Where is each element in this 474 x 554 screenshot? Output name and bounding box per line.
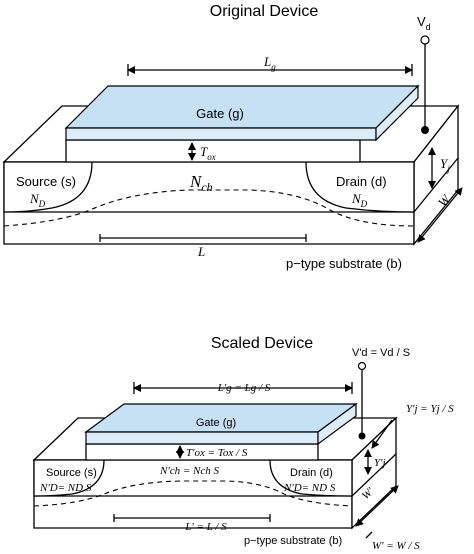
scaled-vd-terminal xyxy=(357,361,367,371)
scaled-lg-label: L'g = Lg / S xyxy=(217,382,271,394)
depletion-boundary xyxy=(3,189,415,227)
scaled-gate-front-face xyxy=(85,431,319,445)
drain-nd-label: ND xyxy=(351,191,368,209)
scaled-title: Scaled Device xyxy=(211,335,313,352)
scaled-tox-label: T'ox = Tox / S xyxy=(186,447,248,459)
vd-terminal xyxy=(420,35,430,45)
l-label: L xyxy=(197,244,205,259)
tox-label: Tox xyxy=(200,144,216,162)
scaled-drain-contact-dot xyxy=(358,432,366,440)
yj-label: Yj xyxy=(440,156,450,174)
scaled-substrate-label: p−type substrate (b) xyxy=(244,535,342,547)
scaled-w-arrow xyxy=(355,485,399,527)
original-device: Original Device Gate (g) Lg Tox Vd xyxy=(2,3,463,271)
scaled-drain-label: Drain (d) xyxy=(290,467,333,479)
source-region xyxy=(3,161,93,213)
scaled-drain-nd-label: N'D= ND S xyxy=(283,482,336,494)
w-arrow xyxy=(417,187,463,243)
scaled-source-label: Source (s) xyxy=(46,467,97,479)
scaled-device: Scaled Device Gate (g) L'g = Lg / S T'ox… xyxy=(32,335,454,552)
scaled-gate-side-face xyxy=(317,402,357,446)
scaled-yj-box-label: Y'j xyxy=(374,457,386,469)
scaled-yj-label: Y'j = Yj / S xyxy=(406,403,454,415)
source-label: Source (s) xyxy=(16,174,76,189)
drain-label: Drain (d) xyxy=(336,174,387,189)
scaled-source-region xyxy=(33,459,105,497)
scaled-vd-label: V'd = Vd / S xyxy=(352,347,410,359)
nch-label: Nch xyxy=(189,172,213,194)
scaled-w-leader xyxy=(365,531,373,539)
scaled-l-label: L' = L / S xyxy=(184,521,227,533)
original-title: Original Device xyxy=(210,3,319,20)
source-nd-label: ND xyxy=(29,191,46,209)
vd-label: Vd xyxy=(417,14,431,32)
drain-region xyxy=(305,161,415,213)
scaled-source-nd-label: N'D= ND S xyxy=(39,482,92,494)
scaled-depletion-boundary xyxy=(33,480,353,507)
drain-contact-dot xyxy=(421,126,429,134)
scaled-drain-region xyxy=(269,459,353,497)
gate-side-face xyxy=(375,84,419,142)
gate-front-face xyxy=(65,127,377,141)
scaled-nch-label: N'ch = Nch S xyxy=(159,465,219,477)
scaled-yj-pointer xyxy=(371,419,393,449)
gate-label: Gate (g) xyxy=(196,106,244,121)
lg-label: Lg xyxy=(263,54,276,72)
scaled-gate-label: Gate (g) xyxy=(196,417,236,429)
substrate-label: p−type substrate (b) xyxy=(286,256,402,271)
scaled-w-eq-label: W' = W / S xyxy=(372,540,420,552)
